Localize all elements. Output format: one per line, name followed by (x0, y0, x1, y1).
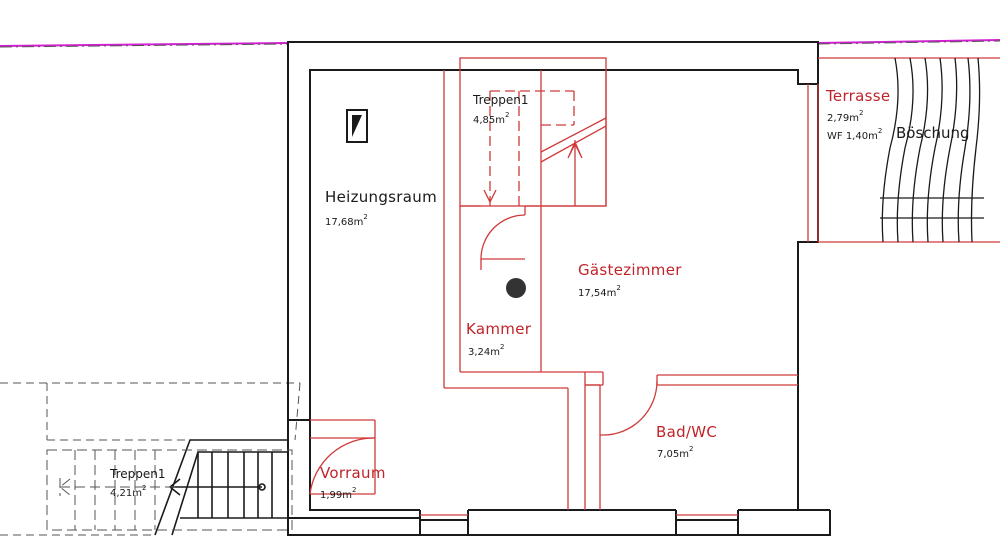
treppen-lower-area: 4,21m2 (110, 484, 146, 499)
site-boundary-dashed (0, 40, 1000, 48)
vorraum-area: 1,99m2 (320, 486, 356, 501)
stair-arrow-up-icon (568, 140, 582, 157)
vorraum-name: Vorraum (320, 464, 386, 482)
kammer-name: Kammer (466, 320, 532, 338)
stair-arrow-down-icon (483, 189, 497, 204)
boeschung-label: Böschung (896, 124, 970, 142)
heizungsraum-area: 17,68m2 (325, 213, 368, 228)
door-swings (309, 214, 658, 495)
bad-wc-name: Bad/WC (656, 423, 717, 441)
terrasse-name: Terrasse (825, 87, 890, 105)
treppen-upper-name: Treppen1 (472, 93, 528, 107)
terrasse-area: 2,79m2 (827, 109, 863, 124)
outline-left-dashed (0, 382, 301, 536)
site-boundary (0, 39, 1000, 47)
lower-stair-dashed (46, 449, 293, 531)
chimney-flue-icon (346, 109, 368, 143)
gaestezimmer-name: Gästezimmer (578, 261, 682, 279)
heizungsraum-name: Heizungsraum (325, 188, 437, 206)
treppen-lower-name: Treppen1 (109, 467, 165, 481)
column-icon (506, 278, 526, 298)
terrasse-wf-area: WF 1,40m2 (827, 127, 882, 142)
lower-stair (154, 439, 288, 536)
kammer-area: 3,24m2 (468, 343, 504, 358)
gaestezimmer-area: 17,54m2 (578, 284, 621, 299)
treppen-upper-area: 4,85m2 (473, 111, 509, 126)
upper-stair-dashed (489, 90, 575, 206)
upper-stair (459, 57, 607, 207)
outer-walls (287, 41, 831, 536)
boeschung-hatch (880, 57, 984, 243)
bad-wc-area: 7,05m2 (657, 445, 693, 460)
